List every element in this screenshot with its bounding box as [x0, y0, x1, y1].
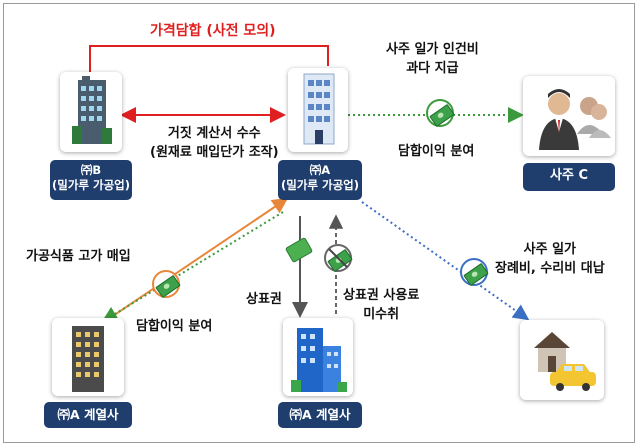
funeral-line2: 장례비, 수리비 대납 — [495, 261, 605, 276]
money-icon — [460, 258, 489, 287]
business-people-icon — [539, 89, 611, 150]
funeral-payment-arrow — [361, 201, 530, 321]
office-building-icon — [72, 326, 104, 392]
owner-salary-label: 사주 일가 인건비 과다 지급 — [386, 40, 479, 78]
royalty-line2: 미수취 — [363, 307, 400, 322]
royalty-label: 상표권 사용료 미수취 — [343, 286, 419, 324]
trademark-stamp-icon — [285, 237, 313, 263]
money-icon — [324, 244, 353, 273]
affiliate-bottom-card — [283, 318, 353, 396]
false-invoice-label: 거짓 계산서 수수 (원재료 매입단가 조작) — [150, 124, 279, 162]
office-building-icon — [303, 73, 335, 145]
collusion-bracket — [89, 45, 329, 72]
false-invoice-line1: 거짓 계산서 수수 — [167, 126, 261, 141]
company-b-card — [60, 72, 122, 152]
company-b-name: ㈜B — [80, 163, 102, 177]
profit-share-left-label: 담합이익 분여 — [136, 319, 213, 334]
false-invoice-line2: (원재료 매입단가 조작) — [150, 145, 279, 160]
affiliate-left-card — [52, 318, 124, 396]
affiliate-left-label: ㈜A 계열사 — [44, 402, 132, 428]
collusion-title: 가격담합 (사전 모의) — [150, 23, 276, 39]
money-icon — [426, 99, 455, 128]
affiliate-bottom-label: ㈜A 계열사 — [278, 402, 362, 428]
owner-salary-line1: 사주 일가 인건비 — [386, 42, 479, 57]
owner-c-card — [523, 76, 615, 156]
office-building-icon — [72, 76, 112, 144]
house-and-car-icon — [534, 332, 596, 391]
royalty-line1: 상표권 사용료 — [343, 288, 420, 303]
diagram-frame — [3, 3, 635, 443]
trademark-label: 상표권 — [246, 292, 282, 307]
company-b-industry: (밀가루 가공업) — [52, 178, 130, 192]
company-a-card — [288, 68, 348, 152]
company-a-industry: (밀가루 가공업) — [281, 178, 359, 192]
overpriced-purchase-arrow — [94, 197, 289, 329]
profit-share-right-label: 담합이익 분여 — [398, 144, 475, 159]
company-a-name: ㈜A — [309, 163, 331, 177]
company-a-label: ㈜A (밀가루 가공업) — [278, 160, 362, 200]
owner-salary-line2: 과다 지급 — [406, 61, 459, 76]
house-car-card — [520, 320, 604, 400]
overpriced-purchase-label: 가공식품 고가 매입 — [26, 249, 131, 264]
funeral-line1: 사주 일가 — [523, 242, 577, 257]
owner-c-label: 사주 C — [523, 163, 615, 191]
funeral-label: 사주 일가 장례비, 수리비 대납 — [495, 240, 605, 278]
money-icon — [152, 270, 181, 299]
company-b-label: ㈜B (밀가루 가공업) — [50, 160, 132, 200]
no-sign-icon — [328, 248, 348, 268]
office-building-icon — [291, 328, 347, 392]
